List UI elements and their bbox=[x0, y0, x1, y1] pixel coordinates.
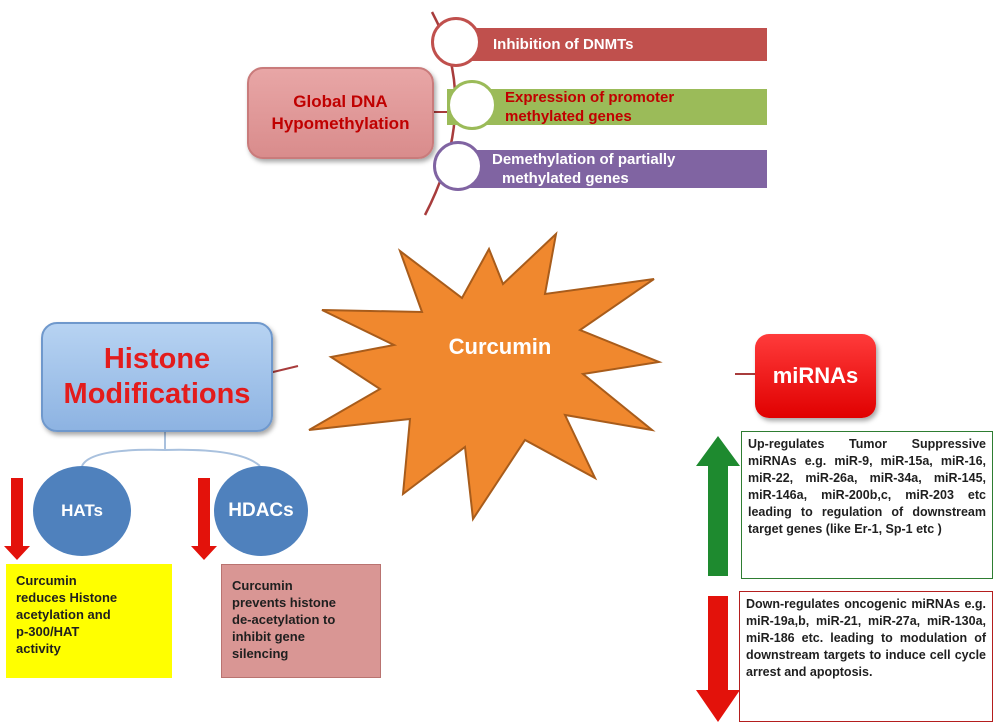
histone-connector bbox=[268, 365, 299, 374]
curcumin-starburst bbox=[308, 231, 663, 522]
hdacs-note-line: inhibit gene bbox=[232, 629, 305, 644]
effect-expression-line-2: methylated genes bbox=[505, 108, 632, 125]
global-dna-line-2: Hypomethylation bbox=[271, 114, 410, 133]
hdacs-note-line: silencing bbox=[232, 646, 289, 661]
down-arrow-icon bbox=[696, 596, 740, 722]
hdacs-down-arrow-icon bbox=[191, 478, 217, 560]
ring-marker-dnmt bbox=[431, 17, 481, 67]
hats-note-line: activity bbox=[16, 641, 61, 656]
mirna-upregulation-note: Up-regulates Tumor Suppressive miRNAs e.… bbox=[741, 431, 993, 579]
effect-expression-line-1: Expression of promoter bbox=[505, 89, 675, 106]
global-dna-hypomethylation-box: Global DNA Hypomethylation bbox=[247, 67, 434, 159]
ring-marker-expression bbox=[447, 80, 497, 130]
hats-note: Curcumin reduces Histone acetylation and… bbox=[6, 564, 172, 678]
hdacs-note-line: prevents histone bbox=[232, 595, 337, 610]
effect-dnmt-text: Inhibition of DNMTs bbox=[493, 36, 634, 53]
up-arrow-icon bbox=[696, 436, 740, 576]
effect-bar-dnmt: Inhibition of DNMTs bbox=[447, 28, 767, 61]
effect-demethylation-line-2: methylated genes bbox=[502, 170, 629, 187]
effect-demethylation-line-1: Demethylation of partially bbox=[492, 151, 676, 168]
ring-marker-demethylation bbox=[433, 141, 483, 191]
hats-note-line: reduces Histone bbox=[16, 590, 118, 605]
mirna-downregulation-note: Down-regulates oncogenic miRNAs e.g. miR… bbox=[739, 591, 993, 722]
hdacs-circle: HDACs bbox=[214, 466, 308, 556]
curcumin-label: Curcumin bbox=[448, 334, 552, 359]
mirnas-box: miRNAs bbox=[755, 334, 876, 418]
hats-circle: HATs bbox=[33, 466, 131, 556]
hdacs-note: Curcumin prevents histone de-acetylation… bbox=[221, 564, 381, 678]
hdacs-note-line: Curcumin bbox=[232, 578, 293, 593]
hats-note-line: Curcumin bbox=[16, 573, 77, 588]
hats-down-arrow-icon bbox=[4, 478, 30, 560]
histone-line-2: Modifications bbox=[63, 378, 251, 410]
effect-bar-demethylation: Demethylation of partially methylated ge… bbox=[447, 150, 767, 188]
hats-note-line: p-300/HAT bbox=[16, 624, 80, 639]
histone-modifications-box: Histone Modifications bbox=[41, 322, 273, 432]
global-dna-line-1: Global DNA bbox=[293, 92, 388, 111]
histone-line-1: Histone bbox=[103, 343, 211, 375]
hats-note-line: acetylation and bbox=[16, 607, 111, 622]
histone-split bbox=[81, 429, 261, 467]
effect-bar-expression: Expression of promoter methylated genes bbox=[447, 89, 767, 125]
hdacs-note-line: de-acetylation to bbox=[232, 612, 336, 627]
